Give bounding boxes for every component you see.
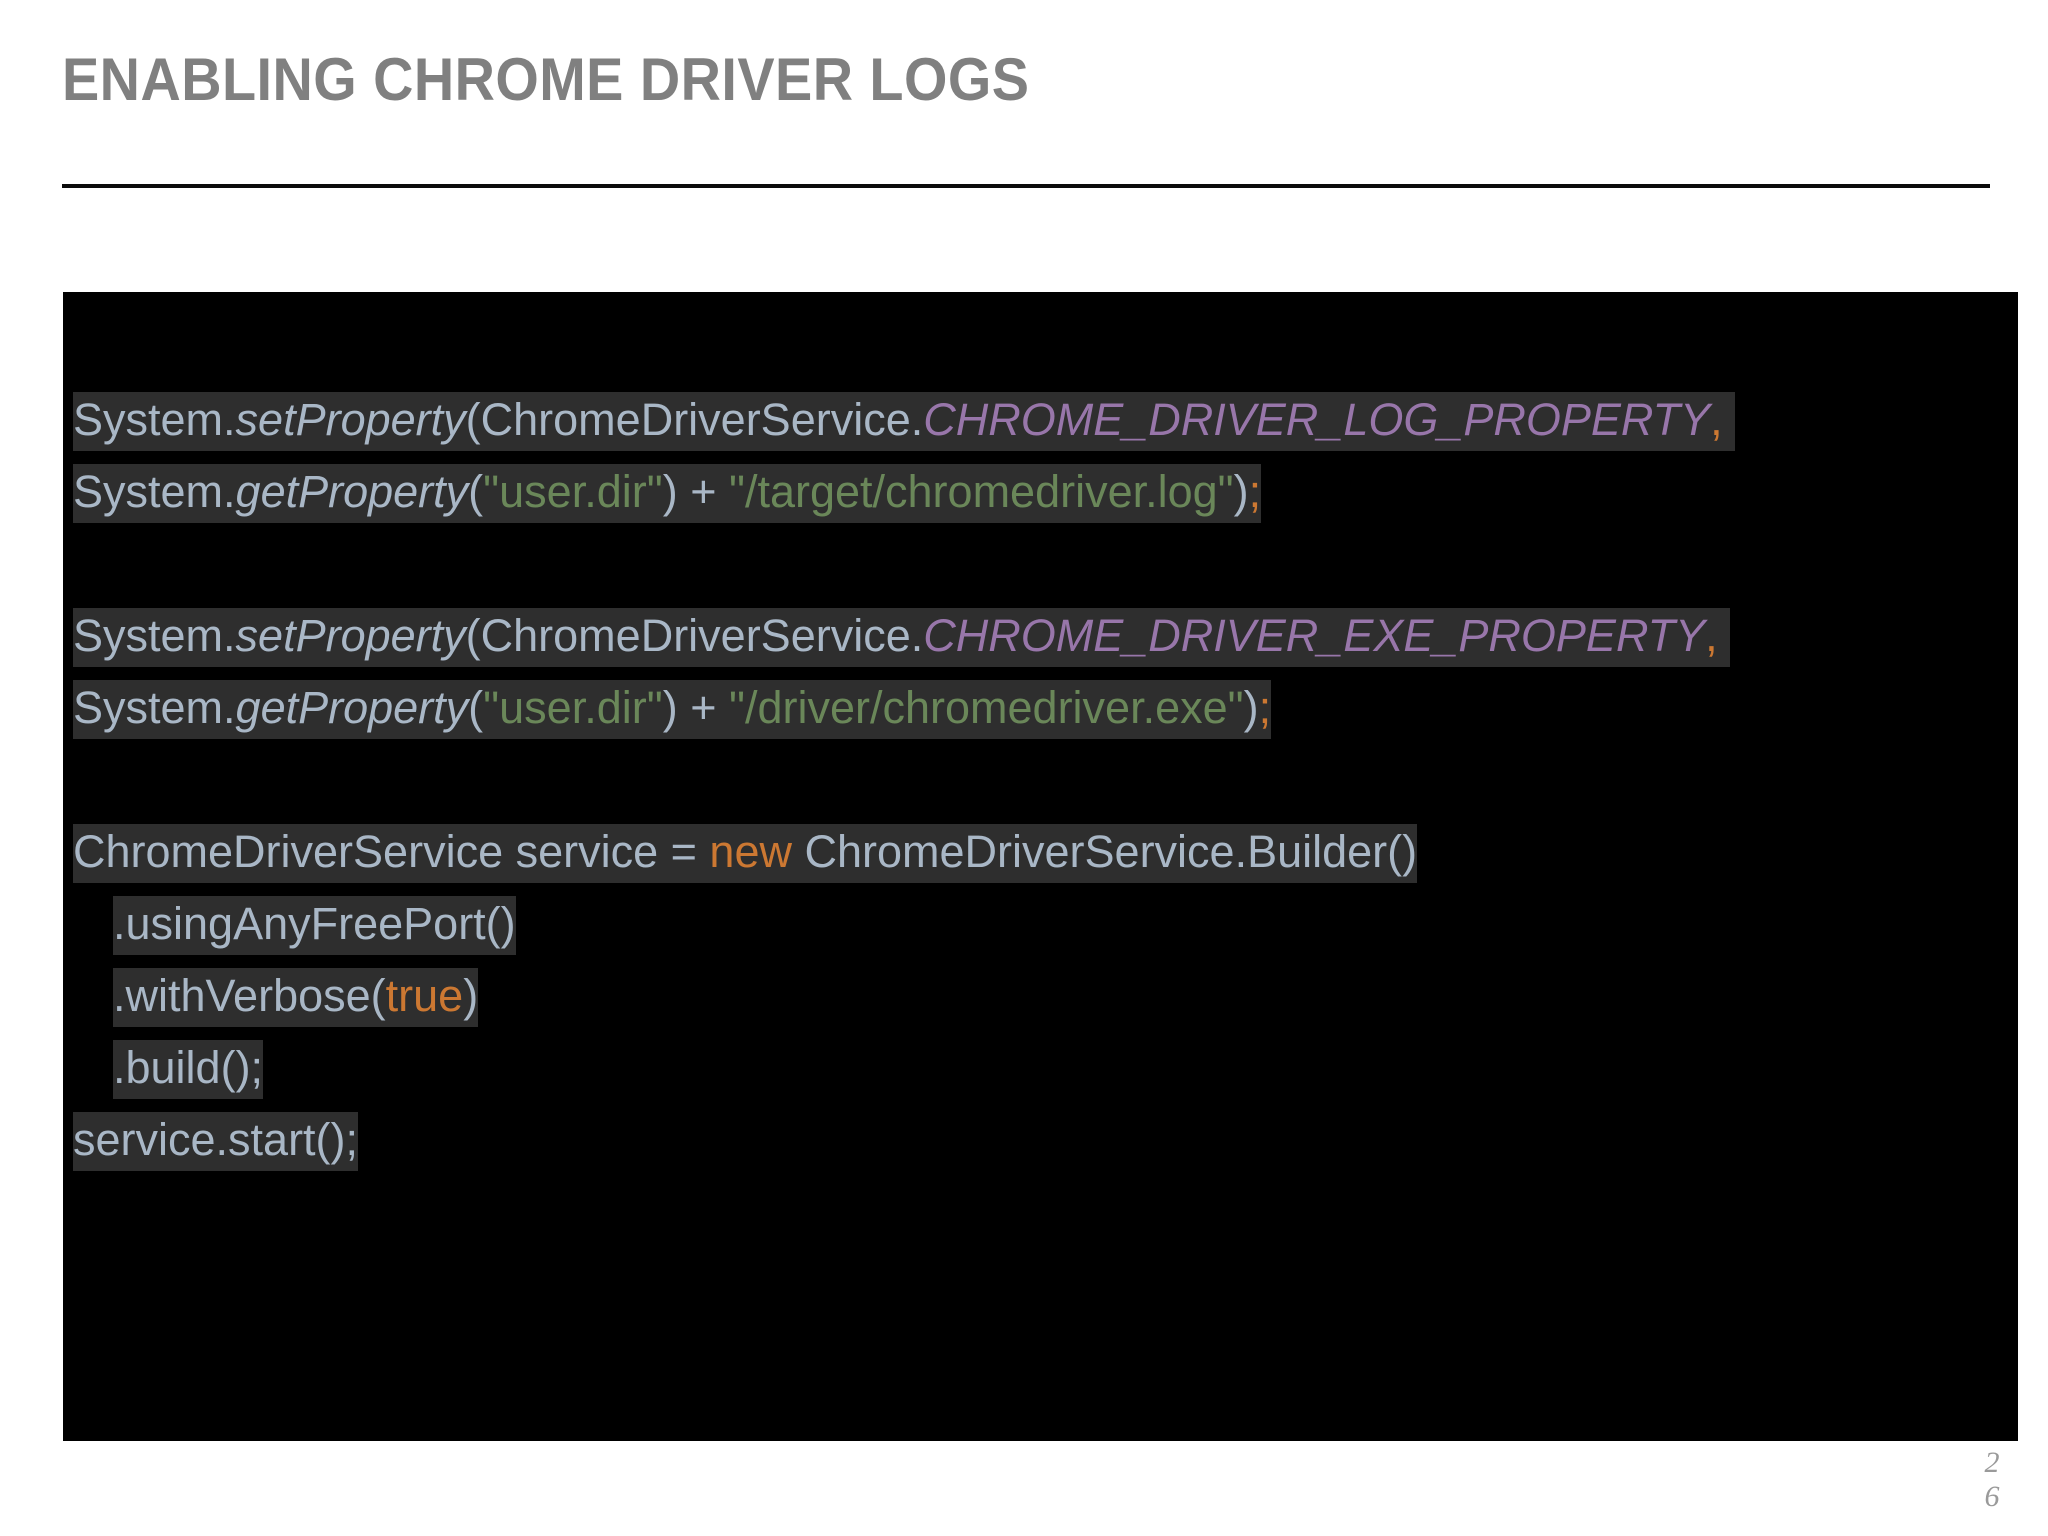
code-token-system-2: System.: [73, 610, 1731, 733]
code-statement-set-log-property: System.setProperty(ChromeDriverService.C…: [73, 384, 2018, 528]
code-line: System.setProperty(ChromeDriverService.C…: [73, 600, 1985, 744]
page-number-digit-2: 6: [1984, 1480, 2000, 1513]
code-token-string-driver-exe: "/driver/chromedriver.exe": [728, 682, 1244, 733]
code-token-string-target-log: "/target/chromedriver.log": [728, 466, 1234, 517]
code-token-close-paren-plus: ) +: [662, 682, 729, 733]
code-token-constant-exe-property: CHROME_DRIVER_EXE_PROPERTY: [923, 610, 1706, 661]
code-line: service.start();: [73, 1104, 2018, 1176]
code-token-open-paren: (: [468, 682, 484, 733]
code-token-string-user-dir: "user.dir": [483, 466, 663, 517]
page-number: 2 6: [1972, 1446, 2012, 1514]
title-block: ENABLING CHROME DRIVER LOGS: [62, 48, 1992, 111]
code-token-open-chrome-service: (ChromeDriverService.: [465, 394, 924, 445]
code-line: .usingAnyFreePort(): [73, 888, 2018, 960]
code-line: System.setProperty(ChromeDriverService.C…: [73, 384, 1985, 528]
code-token-service-start: service.start();: [73, 1114, 359, 1165]
code-token-system: System.: [73, 394, 236, 445]
code-line: ChromeDriverService service = new Chrome…: [73, 816, 2018, 888]
code-token-get-property: getProperty: [235, 682, 469, 733]
code-token-string-user-dir: "user.dir": [483, 682, 663, 733]
code-token-system-2: System.: [73, 394, 1736, 517]
code-token-constant-log-property: CHROME_DRIVER_LOG_PROPERTY: [923, 394, 1711, 445]
page-title: ENABLING CHROME DRIVER LOGS: [62, 46, 1030, 113]
code-token-build-call: .build();: [113, 1042, 264, 1093]
code-token-comma: ,: [1705, 610, 1718, 661]
code-token-close-paren: ): [1233, 466, 1249, 517]
code-token-close-paren: ): [1243, 682, 1259, 733]
code-line: .build();: [73, 1032, 2018, 1104]
code-token-using-any-free-port: .usingAnyFreePort(): [113, 898, 516, 949]
code-token-keyword-new: new: [709, 826, 792, 877]
code-token-keyword-true: true: [385, 970, 464, 1021]
code-token-get-property: getProperty: [235, 466, 469, 517]
code-token-semicolon: ;: [1258, 682, 1272, 733]
code-token-set-property: setProperty: [235, 394, 466, 445]
code-statement-set-exe-property: System.setProperty(ChromeDriverService.C…: [73, 600, 2018, 744]
title-divider: [62, 184, 1990, 188]
code-token-open-chrome-service: (ChromeDriverService.: [465, 610, 924, 661]
code-token-set-property: setProperty: [235, 610, 466, 661]
code-token-semicolon: ;: [1248, 466, 1262, 517]
code-token-builder-call: ChromeDriverService.Builder(): [791, 826, 1418, 877]
code-token-close-paren-plus: ) +: [662, 466, 729, 517]
code-token-system: System.: [73, 610, 236, 661]
code-block-panel: System.setProperty(ChromeDriverService.C…: [63, 292, 2018, 1441]
code-content: System.setProperty(ChromeDriverService.C…: [73, 384, 2018, 1176]
code-token-service-decl: ChromeDriverService service =: [73, 826, 710, 877]
code-line: .withVerbose(true): [73, 960, 2018, 1032]
code-token-with-verbose-close: ): [463, 970, 479, 1021]
code-token-comma: ,: [1710, 394, 1723, 445]
code-token-with-verbose-open: .withVerbose(: [113, 970, 386, 1021]
code-token-open-paren: (: [468, 466, 484, 517]
page-number-digit-1: 2: [1984, 1446, 2000, 1479]
code-statement-build-and-start-service: ChromeDriverService service = new Chrome…: [73, 816, 2018, 1176]
